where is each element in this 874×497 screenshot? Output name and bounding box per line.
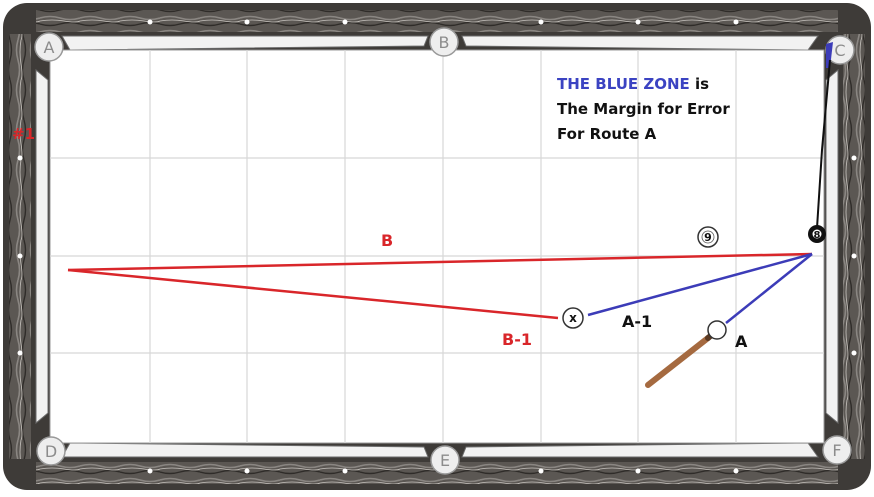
caption-line3: For Route A [557, 125, 657, 143]
eight-ball-path [816, 59, 831, 229]
pocket-e-label: E [440, 451, 450, 470]
eight-ball-label: 8 [814, 230, 821, 241]
eight-ball: 8 [808, 225, 826, 243]
nine-ball: 9 [697, 226, 719, 248]
ghost-ball: x [562, 307, 584, 329]
route-a-label: A [735, 332, 748, 351]
ghost-ball-label: x [569, 311, 577, 325]
blue-zone-marker [826, 42, 833, 68]
cue-stick [645, 335, 711, 388]
pocket-e: E [430, 445, 460, 475]
blue-zone-highlight: THE BLUE ZONE [557, 75, 690, 93]
nine-ball-label: 9 [704, 231, 712, 244]
route-a1-label: A-1 [622, 312, 652, 331]
pocket-a-label: A [44, 38, 55, 57]
pocket-f: F [822, 435, 852, 465]
route-a-lines [587, 252, 813, 324]
pocket-a: A [34, 32, 64, 62]
diamond-number-label: #1 [12, 125, 35, 143]
svg-text:THE BLUE ZONE is: THE BLUE ZONE is [557, 75, 709, 93]
pocket-b: B [429, 27, 459, 57]
rail-diamonds [17, 19, 857, 474]
table-felt [49, 49, 825, 444]
pocket-f-label: F [832, 441, 841, 460]
route-b-lines [67, 252, 813, 320]
route-b-label: B [381, 231, 393, 250]
blue-zone-caption: THE BLUE ZONE is The Margin for Error Fo… [557, 75, 730, 143]
caption-line1-rest: is [690, 75, 709, 93]
pocket-d-label: D [45, 442, 57, 461]
pocket-d: D [36, 436, 66, 466]
cue-ball [707, 320, 727, 340]
caption-line2: The Margin for Error [557, 100, 730, 118]
route-b1-label: B-1 [502, 330, 532, 349]
pocket-c-label: C [834, 41, 845, 60]
pocket-b-label: B [439, 33, 450, 52]
